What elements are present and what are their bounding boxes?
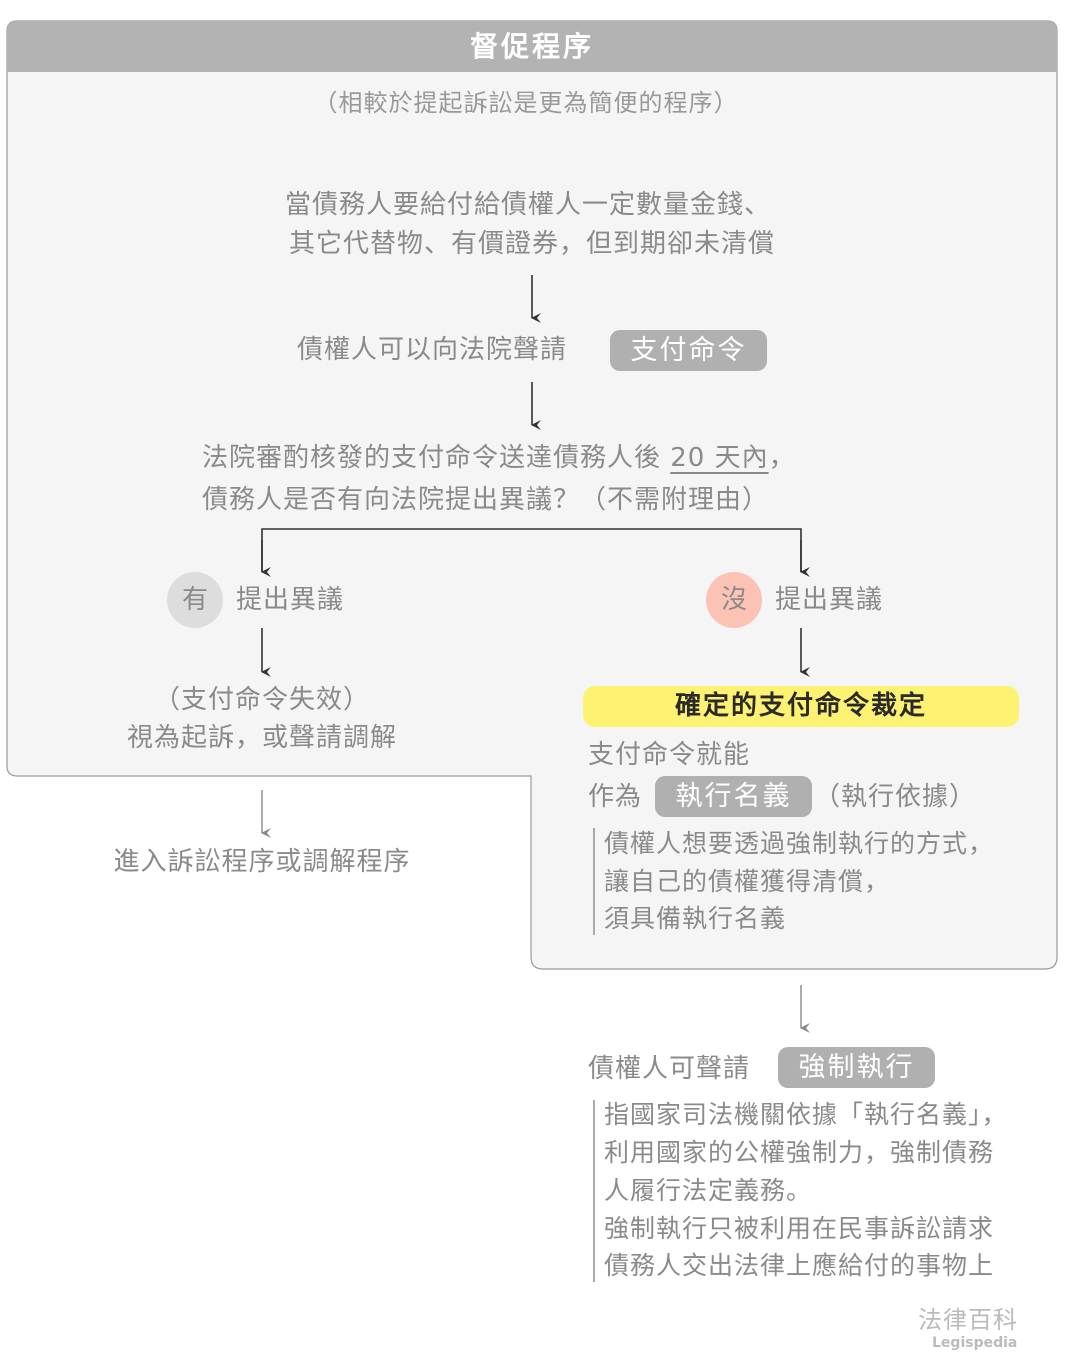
no-label: 提出異議 — [775, 585, 884, 615]
no-line2-suffix: （執行依據） — [814, 782, 977, 812]
logo-zh: 法律百科 — [918, 1306, 1018, 1334]
condition-line2: 其它代替物、有價證券，但到期卻未清償 — [288, 229, 776, 259]
no-line1: 支付命令就能 — [588, 740, 751, 770]
enforcement-note-line: 人履行法定義務。 — [604, 1176, 813, 1205]
note-line: 債權人想要透過強制執行的方式， — [604, 829, 995, 858]
note-line: 須具備執行名義 — [604, 904, 787, 933]
yes-result-line1: （支付命令失效） — [153, 685, 371, 715]
enforcement-title-badge: 執行名義 — [655, 776, 812, 817]
enforcement-note-line: 強制執行只被利用在民事訴訟請求 — [604, 1214, 995, 1243]
yes-result-line2: 視為起訴，或聲請調解 — [126, 723, 398, 753]
apply-text: 債權人可以向法院聲請 — [297, 335, 568, 365]
enforcement-note-bar — [593, 1100, 595, 1282]
yes-circle: 有 — [167, 572, 223, 628]
note-line: 讓自己的債權獲得清償， — [604, 867, 891, 896]
question-line2: 債務人是否有向法院提出異議？（不需附理由） — [202, 485, 770, 515]
page-title: 督促程序 — [469, 30, 595, 63]
enforcement-note-line: 利用國家的公權強制力，強制債務 — [604, 1138, 995, 1167]
enforcement-note-line: 債務人交出法律上應給付的事物上 — [604, 1251, 995, 1280]
payment-order-badge: 支付命令 — [610, 330, 767, 371]
enforcement-note-line: 指國家司法機關依據「執行名義」， — [604, 1100, 1008, 1129]
subtitle: （相較於提起訴訟是更為簡便的程序） — [313, 89, 739, 117]
final-order-highlight: 確定的支付命令裁定 — [583, 686, 1019, 727]
deadline-highlight: 20 天內 — [670, 443, 769, 473]
no-circle: 沒 — [706, 572, 762, 628]
enforcement-text: 債權人可聲請 — [588, 1054, 751, 1084]
question-line1: 法院審酌核發的支付命令送達債務人後 20 天內， — [202, 443, 796, 473]
logo-en: Legispedia — [932, 1335, 1018, 1351]
enforcement-badge: 強制執行 — [778, 1047, 935, 1088]
yes-label: 提出異議 — [236, 585, 345, 615]
condition-line1: 當債務人要給付給債權人一定數量金錢、 — [284, 190, 772, 220]
litigation-text: 進入訴訟程序或調解程序 — [113, 847, 411, 877]
no-line2-prefix: 作為 — [588, 782, 643, 812]
note-bar — [593, 828, 595, 935]
